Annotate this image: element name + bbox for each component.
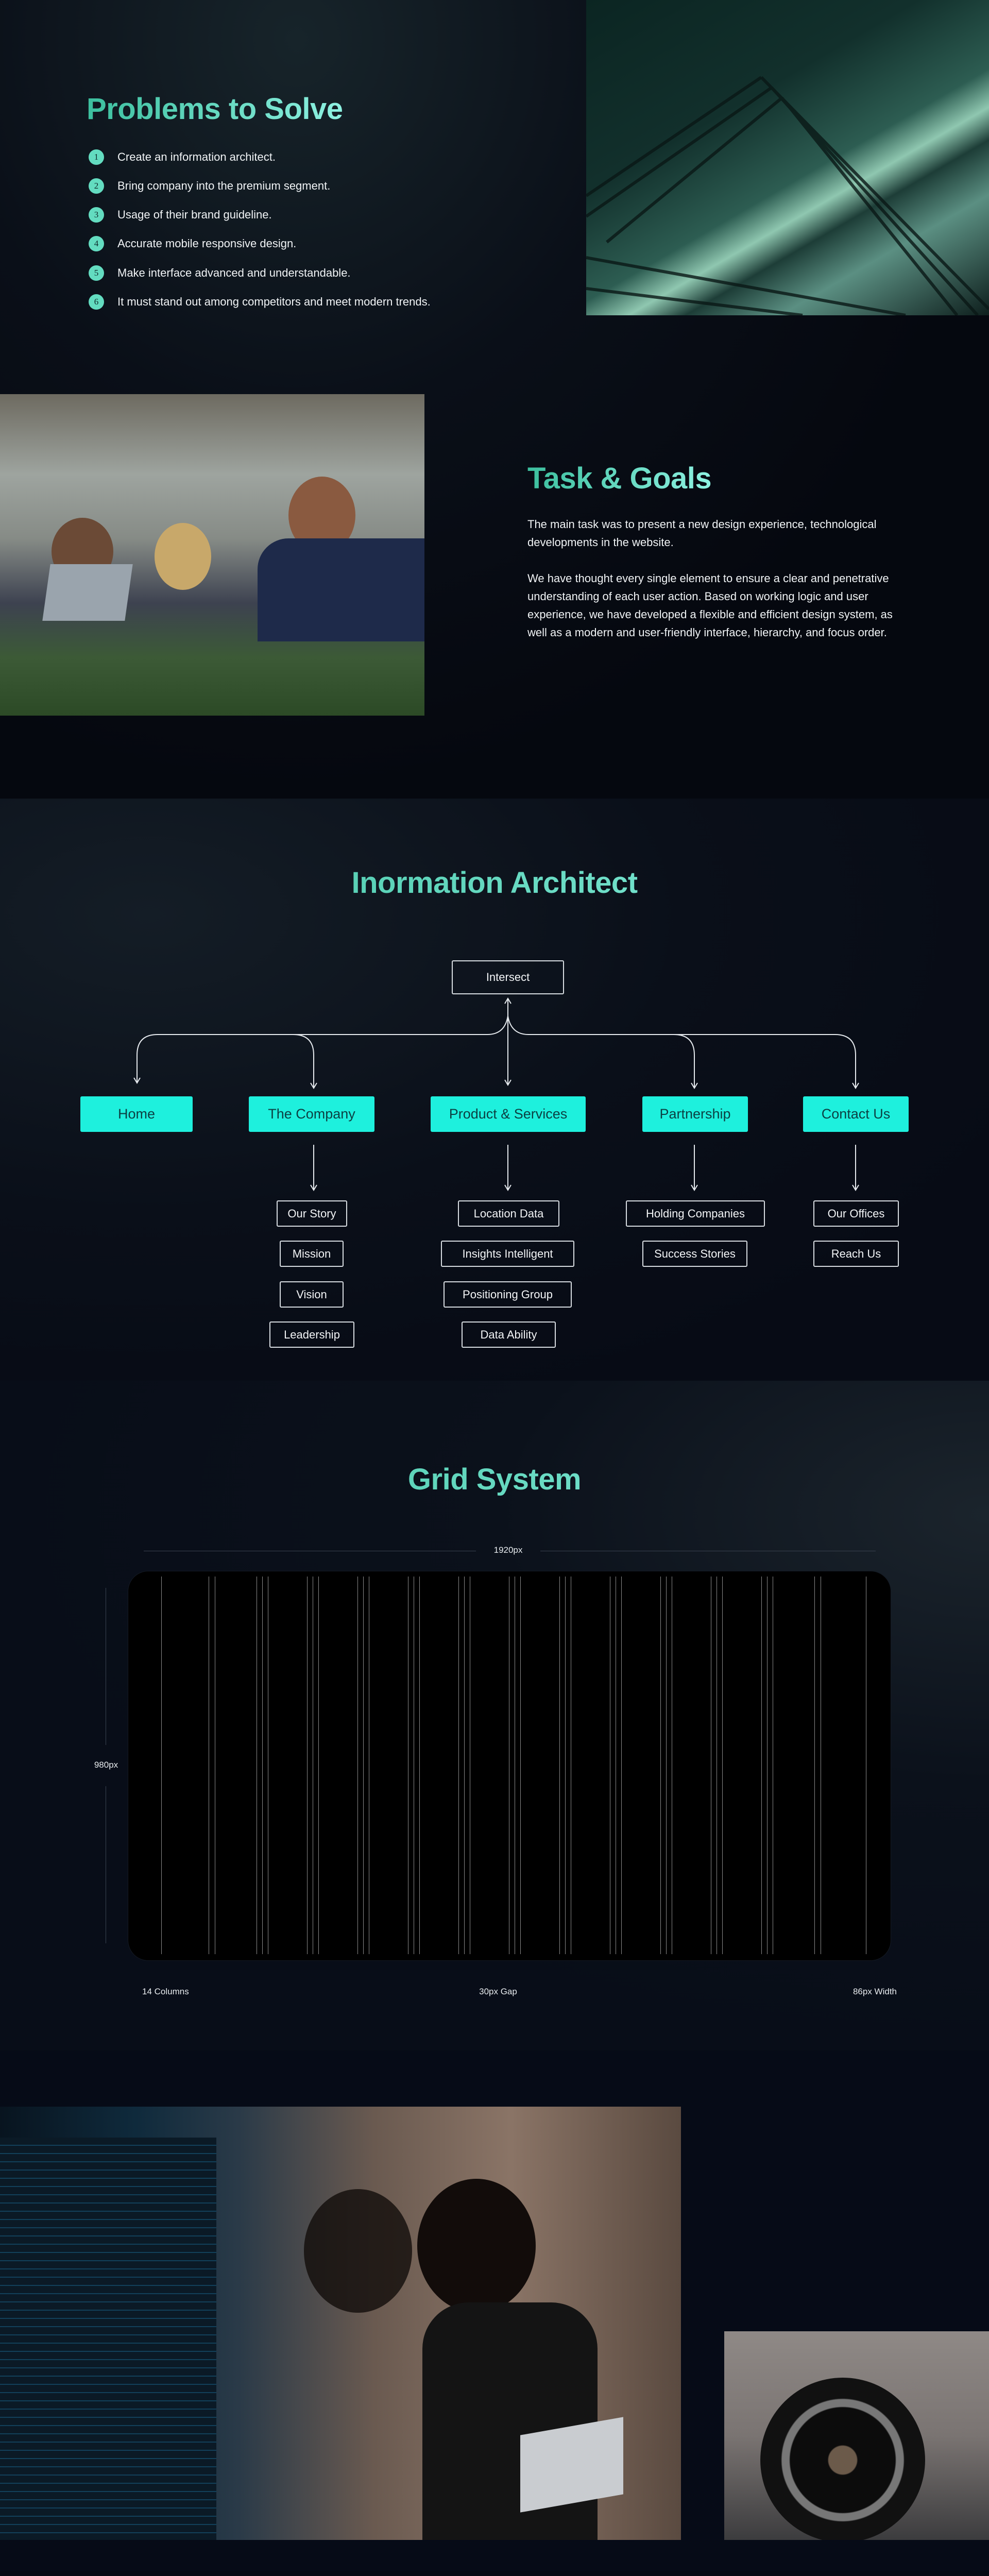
- grid-guide-line: [559, 1577, 560, 1954]
- arrow-down-icon: [691, 1082, 698, 1089]
- column-width-label: 86px Width: [852, 1987, 897, 1996]
- grid-guide-line: [363, 1577, 364, 1954]
- list-item: 4 Accurate mobile responsive design.: [89, 236, 296, 251]
- width-label: 1920px: [493, 1545, 523, 1555]
- ia-node-location-data[interactable]: Location Data: [458, 1200, 559, 1227]
- grid-guide-line: [262, 1577, 263, 1954]
- list-item: 5 Make interface advanced and understanda…: [89, 265, 351, 281]
- number-badge: 1: [89, 149, 104, 165]
- lens-shape: [760, 2378, 925, 2540]
- ia-node-reach-us[interactable]: Reach Us: [813, 1241, 899, 1267]
- gap-label: 30px Gap: [479, 1987, 517, 1996]
- arrow-up-icon: [504, 997, 511, 1004]
- arrow-down-icon: [310, 1082, 317, 1089]
- problems-title: Problems to Solve: [87, 92, 343, 126]
- grid-guide-line: [814, 1577, 815, 1954]
- list-item-text: Make interface advanced and understandab…: [117, 266, 351, 279]
- person-shape: [258, 538, 424, 641]
- arrow-down-icon: [133, 1077, 141, 1084]
- arrow-down-icon: [852, 1145, 859, 1191]
- number-badge: 5: [89, 265, 104, 281]
- connector-line: [137, 1015, 508, 1082]
- task-title: Task & Goals: [527, 462, 712, 495]
- grid-guide-line: [464, 1577, 465, 1954]
- task-paragraph-2: We have thought every single element to …: [527, 572, 893, 639]
- ia-node-success-stories[interactable]: Success Stories: [642, 1241, 747, 1267]
- ia-node-positioning[interactable]: Positioning Group: [444, 1281, 572, 1308]
- list-item: 2 Bring company into the premium segment.: [89, 178, 330, 194]
- list-item: 6 It must stand out among competitors and…: [89, 294, 431, 310]
- connector-line: [507, 1015, 856, 1087]
- grid-preview: [128, 1571, 891, 1961]
- grid-guide-line: [419, 1577, 420, 1954]
- architecture-image: [586, 0, 989, 315]
- information-architecture-section: [0, 799, 989, 1381]
- ia-node-our-story[interactable]: Our Story: [277, 1200, 347, 1227]
- ia-node-vision[interactable]: Vision: [280, 1281, 344, 1308]
- grid-guide-line: [161, 1577, 162, 1954]
- list-item-text: It must stand out among competitors and …: [117, 295, 431, 308]
- grid-guide-line: [565, 1577, 566, 1954]
- grid-guide-line: [666, 1577, 667, 1954]
- list-item-text: Create an information architect.: [117, 150, 276, 163]
- ia-connectors: [133, 997, 859, 1191]
- arrow-down-icon: [504, 1079, 511, 1086]
- ia-node-holding[interactable]: Holding Companies: [626, 1200, 765, 1227]
- person-hair-shape: [417, 2179, 536, 2313]
- number-badge: 6: [89, 294, 104, 310]
- ia-node-partnership[interactable]: Partnership: [642, 1096, 748, 1132]
- grid-guide-line: [660, 1577, 661, 1954]
- task-paragraph-1: The main task was to present a new desig…: [527, 518, 877, 549]
- reflection-shape: [304, 2189, 412, 2313]
- list-item-text: Accurate mobile responsive design.: [117, 237, 297, 250]
- ia-node-leadership[interactable]: Leadership: [269, 1321, 354, 1348]
- ia-node-products[interactable]: Product & Services: [431, 1096, 586, 1132]
- grid-guide-line: [357, 1577, 358, 1954]
- grid-guide-line: [761, 1577, 762, 1954]
- number-badge: 3: [89, 207, 104, 223]
- ia-title: Inormation Architect: [0, 866, 989, 900]
- grid-title: Grid System: [0, 1462, 989, 1497]
- grid-guide-line: [318, 1577, 319, 1954]
- list-item-text: Bring company into the premium segment.: [117, 179, 331, 192]
- arrow-down-icon: [852, 1082, 859, 1089]
- columns-label: 14 Columns: [142, 1987, 189, 1996]
- person-shape: [155, 523, 211, 590]
- ia-node-home[interactable]: Home: [80, 1096, 193, 1132]
- server-rack-shape: [0, 2138, 216, 2540]
- ia-node-our-offices[interactable]: Our Offices: [813, 1200, 899, 1227]
- list-item: 1 Create an information architect.: [89, 149, 276, 165]
- number-badge: 2: [89, 178, 104, 194]
- team-meeting-photo: [0, 394, 424, 716]
- number-badge: 4: [89, 236, 104, 251]
- list-item-text: Usage of their brand guideline.: [117, 208, 272, 221]
- ia-node-root[interactable]: Intersect: [452, 960, 564, 994]
- grid-guide-line: [621, 1577, 622, 1954]
- ia-node-contact[interactable]: Contact Us: [803, 1096, 909, 1132]
- ia-node-data-ability[interactable]: Data Ability: [462, 1321, 556, 1348]
- person-body-shape: [422, 2302, 598, 2540]
- arrow-down-icon: [310, 1145, 317, 1191]
- camera-lens-photo: [724, 2331, 989, 2540]
- connector-line: [293, 1034, 314, 1087]
- ia-node-insights[interactable]: Insights Intelligent: [441, 1241, 574, 1267]
- ia-node-company[interactable]: The Company: [249, 1096, 374, 1132]
- woman-with-laptop-photo: [0, 2107, 681, 2540]
- arrow-down-icon: [504, 1145, 511, 1191]
- grid-guide-line: [767, 1577, 768, 1954]
- connector-line: [673, 1034, 695, 1087]
- ia-node-mission[interactable]: Mission: [280, 1241, 344, 1267]
- arrow-down-icon: [691, 1145, 698, 1191]
- list-item: 3 Usage of their brand guideline.: [89, 207, 272, 223]
- grid-guide-line: [520, 1577, 521, 1954]
- grid-guide-line: [307, 1577, 308, 1954]
- grid-guide-line: [722, 1577, 723, 1954]
- height-label: 980px: [94, 1760, 118, 1770]
- grid-guide-line: [458, 1577, 459, 1954]
